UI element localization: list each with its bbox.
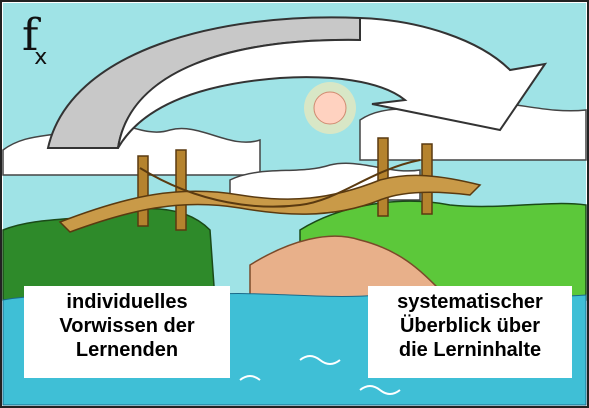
fx-sub: x bbox=[34, 44, 48, 70]
left-label-line-1: individuelles bbox=[66, 291, 188, 313]
right-label: systematischer Überblick über die Lernin… bbox=[368, 286, 572, 378]
left-label: individuelles Vorwissen der Lernenden bbox=[24, 286, 230, 378]
clouds bbox=[2, 101, 587, 201]
fx-symbol: fx bbox=[22, 10, 51, 70]
bridge-rope bbox=[139, 159, 421, 208]
right-label-line-3: die Lerninhalte bbox=[398, 339, 542, 361]
right-label-line-1: systematischer bbox=[397, 291, 543, 313]
left-label-line-3: Lernenden bbox=[75, 339, 179, 361]
water-waves bbox=[239, 355, 401, 395]
sun bbox=[304, 82, 356, 134]
left-label-line-2: Vorwissen der bbox=[59, 315, 195, 337]
curved-arrow bbox=[46, 16, 548, 149]
fx-main: f bbox=[22, 10, 39, 61]
right-label-line-2: Überblick über bbox=[399, 315, 541, 337]
bridge-deck bbox=[58, 174, 482, 233]
